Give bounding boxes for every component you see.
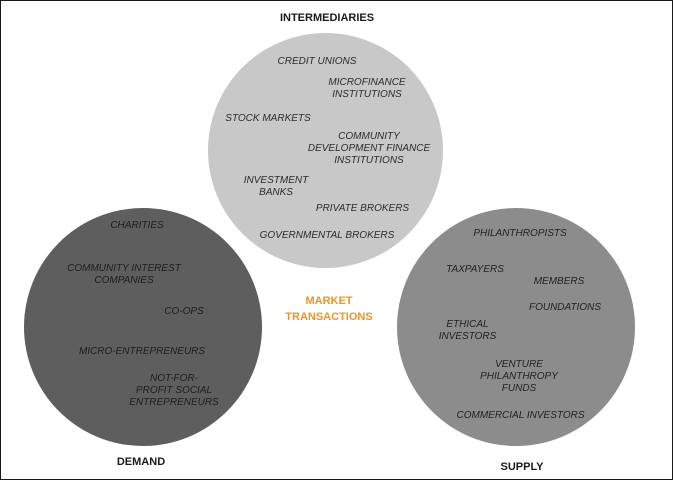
intermediaries-item: GOVERNMENTAL BROKERS bbox=[259, 230, 395, 241]
market-transactions-label: MARKET TRANSACTIONS bbox=[285, 295, 373, 323]
intermediaries-item: CREDIT UNIONS bbox=[277, 56, 357, 67]
demand-item: CO-OPS bbox=[164, 306, 204, 317]
supply-item: PHILANTHROPISTS bbox=[473, 228, 567, 239]
supply-item: ETHICAL INVESTORS bbox=[438, 319, 497, 342]
intermediaries-item: COMMUNITY DEVELOPMENT FINANCE INSTITUTIO… bbox=[307, 131, 431, 166]
intermediaries-heading: INTERMEDIARIES bbox=[279, 12, 375, 24]
supply-item: COMMERCIAL INVESTORS bbox=[456, 410, 585, 421]
demand-item: COMMUNITY INTEREST COMPANIES bbox=[67, 263, 181, 286]
intermediaries-item: MICROFINANCE INSTITUTIONS bbox=[328, 77, 406, 100]
supply-item: VENTURE PHILANTHROPY FUNDS bbox=[480, 359, 558, 394]
demand-item: CHARITIES bbox=[110, 220, 164, 231]
demand-item: MICRO-ENTREPRENEURS bbox=[78, 346, 206, 357]
intermediaries-item: INVESTMENT BANKS bbox=[243, 175, 309, 198]
supply-heading: SUPPLY bbox=[500, 461, 544, 473]
supply-item: TAXPAYERS bbox=[446, 264, 504, 275]
supply-item: FOUNDATIONS bbox=[528, 302, 602, 313]
demand-heading: DEMAND bbox=[116, 456, 166, 468]
demand-item: NOT-FOR- PROFIT SOCIAL ENTREPRENEURS bbox=[129, 373, 219, 408]
intermediaries-item: PRIVATE BROKERS bbox=[315, 203, 410, 214]
intermediaries-circle: CREDIT UNIONS MICROFINANCE INSTITUTIONS … bbox=[208, 33, 443, 268]
supply-circle: PHILANTHROPISTS TAXPAYERS MEMBERS FOUNDA… bbox=[397, 208, 635, 446]
supply-item: MEMBERS bbox=[533, 276, 585, 287]
intermediaries-item: STOCK MARKETS bbox=[225, 113, 311, 124]
demand-circle: CHARITIES COMMUNITY INTEREST COMPANIES C… bbox=[24, 208, 262, 446]
